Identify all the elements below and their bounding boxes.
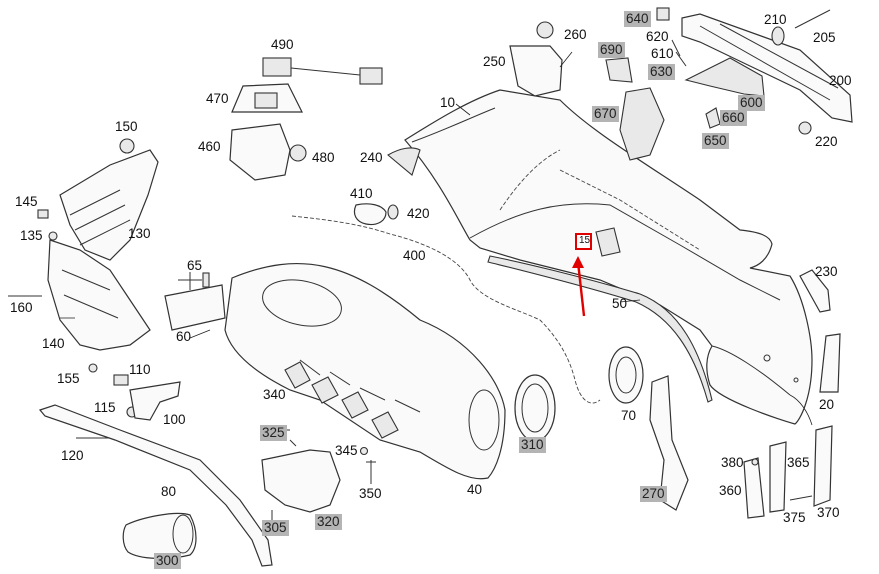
part-label-670: 670 <box>592 106 619 122</box>
part-label-210: 210 <box>764 12 787 27</box>
component-15 <box>595 227 621 257</box>
cover-60 <box>164 284 226 331</box>
bracket-100 <box>129 381 181 421</box>
cover-370 <box>813 425 833 507</box>
part-label-345: 345 <box>335 443 358 458</box>
part-label-340: 340 <box>263 387 286 402</box>
part-label-470: 470 <box>206 91 229 106</box>
wiring-harness-400 <box>291 215 601 404</box>
bracket-690 <box>605 57 633 83</box>
bracket-460 <box>229 123 291 181</box>
part-label-80: 80 <box>161 484 177 499</box>
bracket-140 <box>47 239 151 351</box>
part-label-220: 220 <box>815 134 838 149</box>
part-label-205: 205 <box>813 30 836 45</box>
part-label-310: 310 <box>519 437 546 453</box>
part-label-135: 135 <box>20 228 43 243</box>
bracket-270 <box>649 375 689 511</box>
part-label-370: 370 <box>817 505 840 520</box>
reflector-365 <box>769 441 787 513</box>
part-label-50: 50 <box>612 296 628 311</box>
part-label-240: 240 <box>360 150 383 165</box>
diffuser-40 <box>224 262 506 480</box>
reflector-360 <box>743 457 765 519</box>
part-label-320: 320 <box>315 514 342 530</box>
part-label-620: 620 <box>646 29 669 44</box>
part-label-300: 300 <box>154 553 181 569</box>
part-label-140: 140 <box>42 336 65 351</box>
part-label-490: 490 <box>271 37 294 52</box>
part-label-365: 365 <box>787 455 810 470</box>
part-label-20: 20 <box>819 397 835 412</box>
part-label-155: 155 <box>57 371 80 386</box>
part-label-410: 410 <box>350 186 373 201</box>
reflector-20 <box>819 333 841 393</box>
part-label-360: 360 <box>719 483 742 498</box>
part-label-325: 325 <box>260 425 287 441</box>
part-label-10: 10 <box>440 95 456 110</box>
part-label-230: 230 <box>815 264 838 279</box>
bracket-130 <box>59 149 159 261</box>
part-label-260: 260 <box>564 27 587 42</box>
part-label-660: 660 <box>720 110 747 126</box>
part-label-610: 610 <box>651 46 674 61</box>
part-label-400: 400 <box>403 248 426 263</box>
part-label-145: 145 <box>15 194 38 209</box>
part-label-70: 70 <box>621 408 637 423</box>
part-label-375: 375 <box>783 510 806 525</box>
part-label-270: 270 <box>640 486 667 502</box>
part-label-120: 120 <box>61 448 84 463</box>
part-label-650: 650 <box>702 133 729 149</box>
bumper-cover-10 <box>404 89 813 425</box>
part-label-460: 460 <box>198 139 221 154</box>
ring-310 <box>514 374 556 442</box>
part-label-200: 200 <box>829 73 852 88</box>
trim-ring-70 <box>608 346 644 404</box>
part-label-15: 15 <box>579 235 591 246</box>
part-label-690: 690 <box>598 42 625 58</box>
fins-340 <box>284 361 399 439</box>
clip-240 <box>387 147 421 176</box>
part-label-115: 115 <box>94 400 116 415</box>
part-label-380: 380 <box>721 455 744 470</box>
part-label-250: 250 <box>483 54 506 69</box>
part-label-65: 65 <box>187 258 203 273</box>
callout-arrow <box>576 261 586 317</box>
part-label-600: 600 <box>738 95 765 111</box>
part-label-110: 110 <box>129 362 151 377</box>
bracket-670 <box>619 87 665 161</box>
reinforcement-200 <box>681 13 853 123</box>
module-490 <box>262 57 292 77</box>
part-label-640: 640 <box>624 11 651 27</box>
part-label-160: 160 <box>10 300 33 315</box>
part-label-350: 350 <box>359 486 382 501</box>
highlight-box <box>575 233 592 250</box>
reflector-230 <box>799 269 831 313</box>
rail-80 <box>38 404 273 567</box>
bracket-250 <box>509 45 563 97</box>
part-label-60: 60 <box>176 329 192 344</box>
part-label-480: 480 <box>312 150 335 165</box>
part-label-150: 150 <box>115 119 138 134</box>
tailpipe-300 <box>122 512 197 560</box>
part-label-40: 40 <box>467 482 483 497</box>
sensor-410 <box>353 203 387 226</box>
part-label-130: 130 <box>128 226 151 241</box>
trim-strip-50 <box>487 255 713 403</box>
part-label-630: 630 <box>648 64 675 80</box>
part-label-305: 305 <box>262 520 289 536</box>
part-label-100: 100 <box>163 412 186 427</box>
bracket-320 <box>261 449 341 513</box>
part-label-420: 420 <box>407 206 430 221</box>
